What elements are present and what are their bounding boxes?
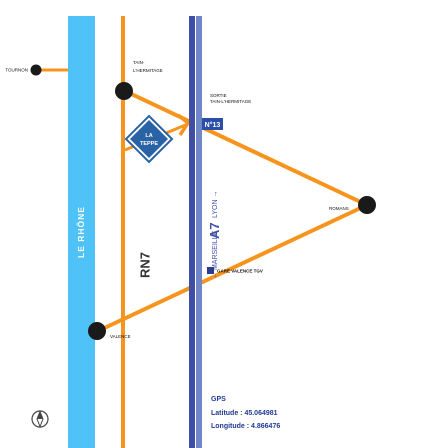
tain-label-line1: TAIN- — [133, 60, 145, 65]
valence-label: VALENCE — [110, 334, 131, 339]
rn7-label: RN7 — [137, 252, 152, 278]
exit-badge-label: N°13 — [205, 121, 221, 129]
valence-marker — [88, 322, 106, 340]
a7-motorway-left — [189, 16, 195, 448]
gare-valence-label: GARE VALENCE TGV — [217, 269, 263, 274]
exit-label-line1: SORTIE — [210, 93, 227, 98]
a7-label-north: LYON → — [212, 191, 219, 219]
la-teppe-label-line1: LA — [145, 133, 152, 139]
gps-longitude: Longitude : 4.866476 — [211, 423, 280, 430]
gps-title: GPS — [211, 396, 226, 403]
gps-latitude: Latitude : 45.064981 — [211, 410, 278, 417]
la-teppe-diamond — [130, 120, 168, 158]
a7-label: ← MARSEILLE A7 LYON → — [207, 191, 222, 280]
a7-motorway-right — [196, 16, 202, 448]
tournon-marker — [30, 64, 42, 76]
road-la-teppe-loop — [176, 113, 191, 136]
exit-label-line2: TAIN-L'HERMITAGE — [210, 99, 251, 104]
exit-badge — [202, 118, 223, 130]
romans-label: ROMANS — [329, 206, 349, 211]
tournon-label: TOURNON — [5, 68, 28, 73]
road-romans-valence — [97, 203, 368, 333]
a7-label-code: A7 — [207, 222, 222, 239]
tain-marker — [115, 82, 133, 100]
tain-label-line2: L'HERMITAGE — [133, 68, 163, 73]
la-teppe-poi: LA TEPPE — [124, 114, 174, 164]
a7-label-south: ← MARSEILLE — [212, 230, 219, 279]
gare-valence-marker — [207, 267, 214, 274]
la-teppe-label-line2: TEPPE — [140, 141, 158, 147]
rhone-river — [68, 16, 95, 448]
road-tain-romans — [124, 89, 368, 207]
romans-marker — [358, 196, 376, 214]
compass-icon — [31, 410, 49, 428]
river-label: LE RHÔNE — [75, 206, 86, 258]
